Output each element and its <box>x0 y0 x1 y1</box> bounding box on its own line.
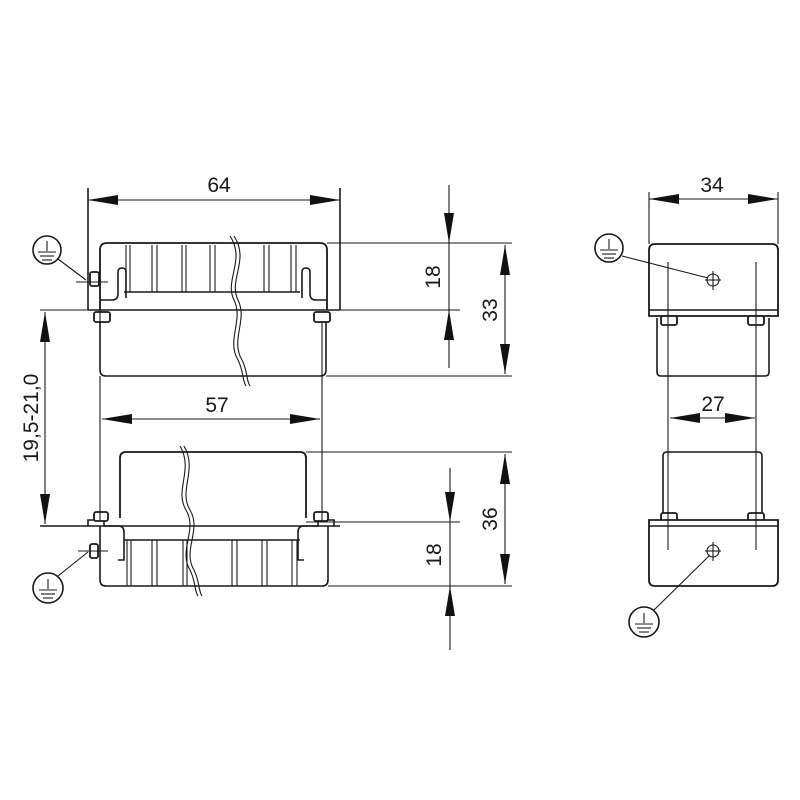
dim-label-33: 33 <box>479 298 502 321</box>
dim-label-gap: 19,5-21,0 <box>20 374 43 463</box>
dimension-33: 33 <box>479 245 510 374</box>
contact-ribs <box>126 540 298 586</box>
dimension-36: 36 <box>479 454 510 584</box>
dimension-18-bottom: 18 <box>423 468 455 650</box>
dim-label-18-bottom: 18 <box>423 543 446 566</box>
dim-label-18-top: 18 <box>422 265 445 288</box>
dim-label-27: 27 <box>701 393 724 416</box>
dimension-34: 34 <box>648 174 779 244</box>
dim-label-64: 64 <box>207 174 231 197</box>
dim-label-36: 36 <box>479 507 502 530</box>
contact-ribs <box>125 245 297 292</box>
earth-ground-icon <box>594 233 709 279</box>
dimension-gap: 19,5-21,0 <box>20 309 100 524</box>
dimension-64: 64 <box>88 174 340 205</box>
top-hood-front <box>76 188 341 377</box>
dim-label-57: 57 <box>205 394 228 417</box>
side-view <box>648 243 779 587</box>
earth-ground-icon <box>32 551 89 604</box>
dimension-57: 57 <box>99 322 323 520</box>
earth-ground-icon <box>628 554 711 638</box>
earth-ground-icon <box>32 235 87 281</box>
dimension-27: 27 <box>670 393 755 423</box>
dimension-18-top: 18 <box>422 185 454 368</box>
bottom-housing-front <box>40 451 340 587</box>
dim-label-34: 34 <box>700 174 724 197</box>
